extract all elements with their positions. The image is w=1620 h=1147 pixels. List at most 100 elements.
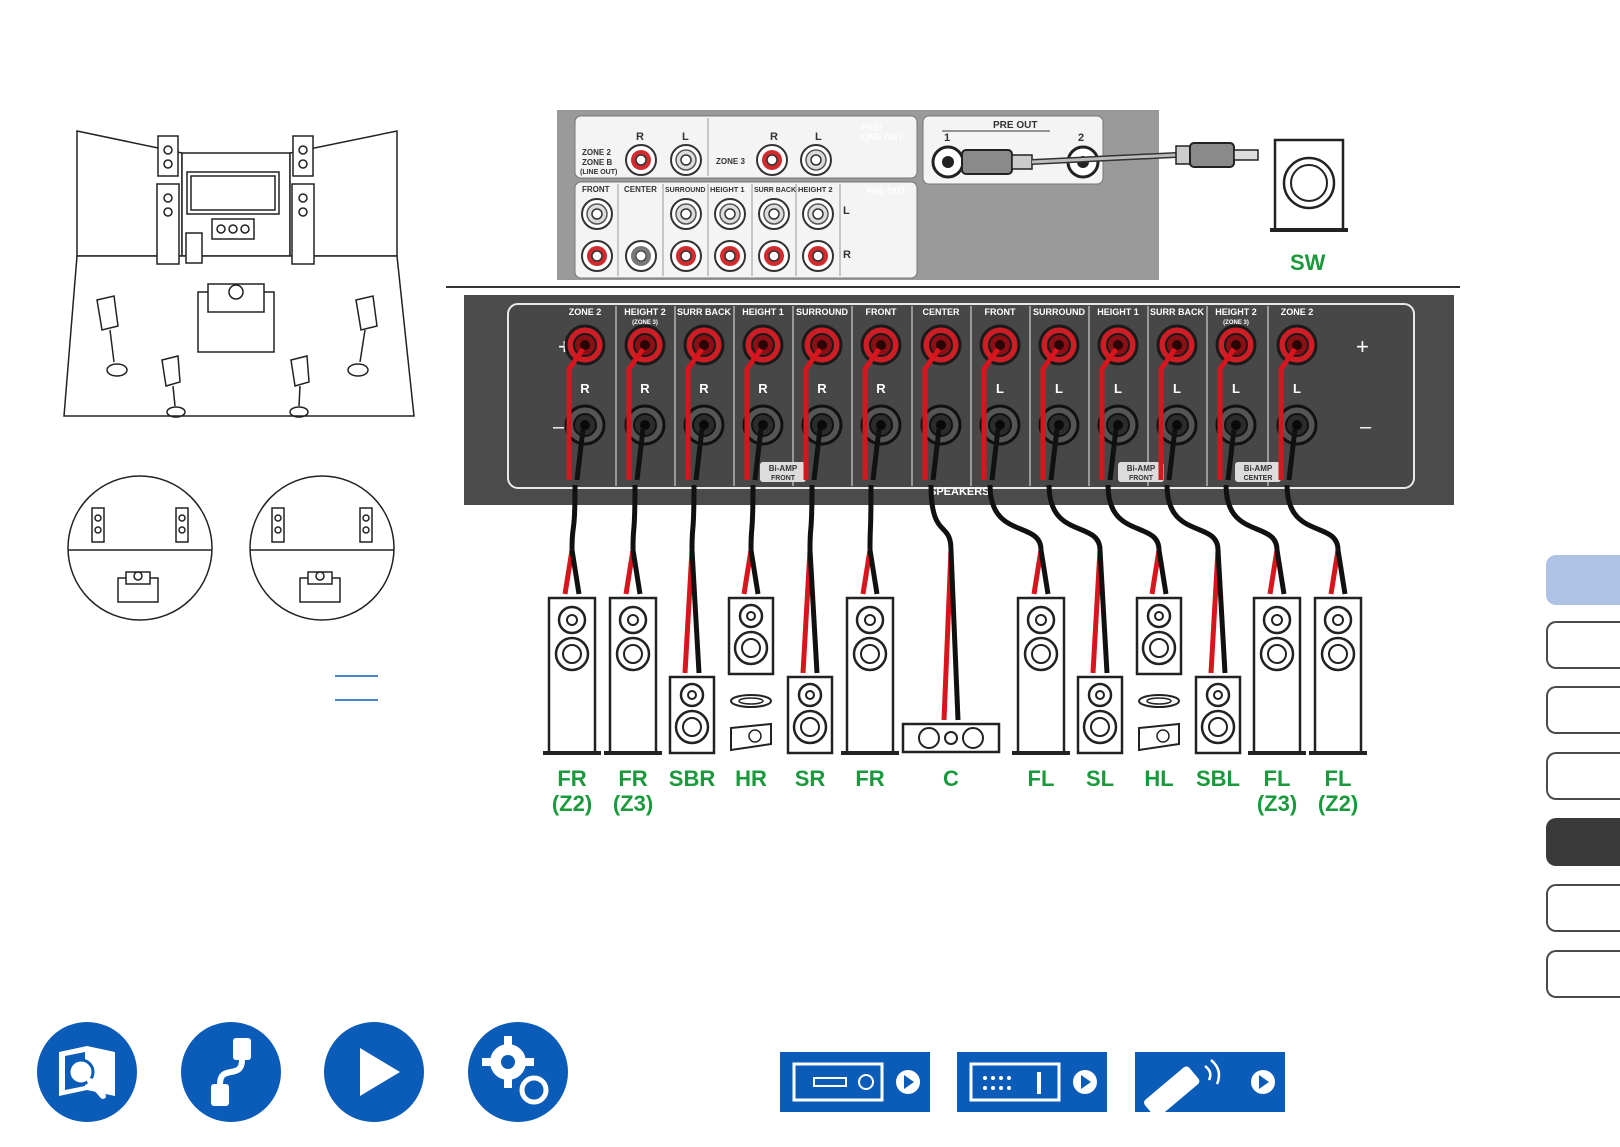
side-tab-4[interactable] xyxy=(1546,752,1620,800)
rear-panel-button[interactable] xyxy=(957,1052,1107,1112)
terminal-column-label: ZONE 2 xyxy=(1281,307,1314,317)
speaker-label: FR xyxy=(855,766,884,791)
cable-plus xyxy=(566,347,586,480)
cable-fork-minus xyxy=(867,549,880,595)
zoneb-label: ZONE B xyxy=(582,158,612,167)
side-tab-1[interactable] xyxy=(1546,555,1620,605)
speaker-tower-icon xyxy=(839,596,901,755)
cable-minus xyxy=(634,428,646,481)
terminal-minus[interactable] xyxy=(1276,404,1318,446)
speaker-units xyxy=(541,596,1369,755)
terminal-plus[interactable] xyxy=(860,324,902,366)
side-tab-7[interactable] xyxy=(1546,950,1620,998)
front-panel-button[interactable] xyxy=(780,1052,930,1112)
terminal-minus[interactable] xyxy=(801,404,843,446)
cable-fork-minus xyxy=(630,549,643,595)
terminal-plus[interactable] xyxy=(564,324,606,366)
preout-rear-panel: R L ZONE 2 ZONE B (LINE OUT) R L ZONE 3 … xyxy=(557,110,1159,280)
front-panel-icon xyxy=(792,1062,920,1102)
remote-icon xyxy=(1144,1059,1275,1118)
col-surrback: SURR BACK xyxy=(754,187,796,194)
settings-icon xyxy=(482,1036,549,1105)
room-layout-illustration xyxy=(63,130,415,418)
side-tab-5[interactable] xyxy=(1546,818,1620,866)
settings-button[interactable] xyxy=(468,1022,568,1122)
terminal-plus[interactable] xyxy=(1215,324,1257,366)
terminal-plus[interactable] xyxy=(801,324,843,366)
terminal-minus[interactable] xyxy=(920,404,962,446)
cable-minus xyxy=(1107,428,1119,481)
cable-plus xyxy=(922,347,942,480)
cable-bundle xyxy=(867,484,874,551)
speaker-shelf-icon xyxy=(668,675,716,755)
terminal-column-1: HEIGHT 2(ZONE 3)R xyxy=(615,306,666,486)
connection-button[interactable] xyxy=(181,1022,281,1122)
preout-label: PRE OUT xyxy=(866,186,907,196)
terminal-minus[interactable] xyxy=(564,404,606,446)
terminal-column-3: HEIGHT 1R xyxy=(733,306,784,486)
speaker-zone-label: (Z3) xyxy=(613,791,653,816)
terminal-minus[interactable] xyxy=(742,404,784,446)
terminal-column-label: SURROUND xyxy=(1033,307,1086,317)
terminal-minus[interactable] xyxy=(624,404,666,446)
terminal-plus[interactable] xyxy=(1156,324,1198,366)
terminal-column-0: ZONE 2R xyxy=(564,307,606,446)
terminal-minus[interactable] xyxy=(1038,404,1080,446)
side-tab-3[interactable] xyxy=(1546,686,1620,734)
terminal-channel-label: L xyxy=(1293,381,1301,396)
terminal-column-label: CENTER xyxy=(922,307,960,317)
terminal-plus[interactable] xyxy=(1097,324,1139,366)
plus-right: + xyxy=(1356,334,1369,359)
preout-port-1: 1 xyxy=(944,132,950,144)
cable-minus xyxy=(1048,428,1060,481)
terminal-minus[interactable] xyxy=(979,404,1021,446)
manual-button[interactable] xyxy=(37,1022,137,1122)
cable-plus xyxy=(981,347,1001,480)
speaker-zone-label: (Z3) xyxy=(1257,791,1297,816)
side-tab-6[interactable] xyxy=(1546,884,1620,932)
subwoofer-icon xyxy=(1270,138,1348,232)
terminal-channel-label: R xyxy=(640,381,650,396)
speaker-cables xyxy=(562,347,1348,721)
terminal-plus[interactable] xyxy=(683,324,725,366)
terminal-minus[interactable] xyxy=(683,404,725,446)
speaker-zone-label: (Z2) xyxy=(552,791,592,816)
play-button[interactable] xyxy=(324,1022,424,1122)
preout-sub-title: PRE OUT xyxy=(993,120,1037,131)
cable-plus xyxy=(1217,347,1237,480)
remote-button[interactable] xyxy=(1135,1052,1285,1118)
terminal-plus[interactable] xyxy=(979,324,1021,366)
terminal-plus[interactable] xyxy=(1038,324,1080,366)
svg-text:FRONT: FRONT xyxy=(1129,475,1154,482)
zone3-label: ZONE 3 xyxy=(716,157,745,166)
cable-minus xyxy=(1166,428,1178,481)
col-front: FRONT xyxy=(582,185,610,194)
speaker-label: FR xyxy=(618,766,647,791)
terminal-minus[interactable] xyxy=(1097,404,1139,446)
minus-right: – xyxy=(1360,416,1372,438)
cable-fork-minus xyxy=(1156,549,1169,595)
terminal-channel-label: R xyxy=(580,381,590,396)
terminal-channel-label: R xyxy=(817,381,827,396)
terminal-minus[interactable] xyxy=(860,404,902,446)
side-tab-2[interactable] xyxy=(1546,621,1620,669)
cable-bundle xyxy=(987,484,1044,551)
terminal-minus[interactable] xyxy=(1215,404,1257,446)
cable-bundle xyxy=(569,484,578,551)
terminal-channel-label: L xyxy=(1232,381,1240,396)
manual-icon xyxy=(59,1046,115,1099)
terminal-plus[interactable] xyxy=(624,324,666,366)
biamp-badge-3: Bi-AMP CENTER xyxy=(1235,462,1281,482)
terminal-column-sublabel: (ZONE 3) xyxy=(1223,320,1249,326)
speaker-label: SL xyxy=(1086,766,1114,791)
speaker-label: FL xyxy=(1325,766,1352,791)
terminal-plus[interactable] xyxy=(1276,324,1318,366)
terminal-plus[interactable] xyxy=(920,324,962,366)
terminal-plus[interactable] xyxy=(742,324,784,366)
col-height2: HEIGHT 2 xyxy=(798,185,833,194)
terminal-minus[interactable] xyxy=(1156,404,1198,446)
